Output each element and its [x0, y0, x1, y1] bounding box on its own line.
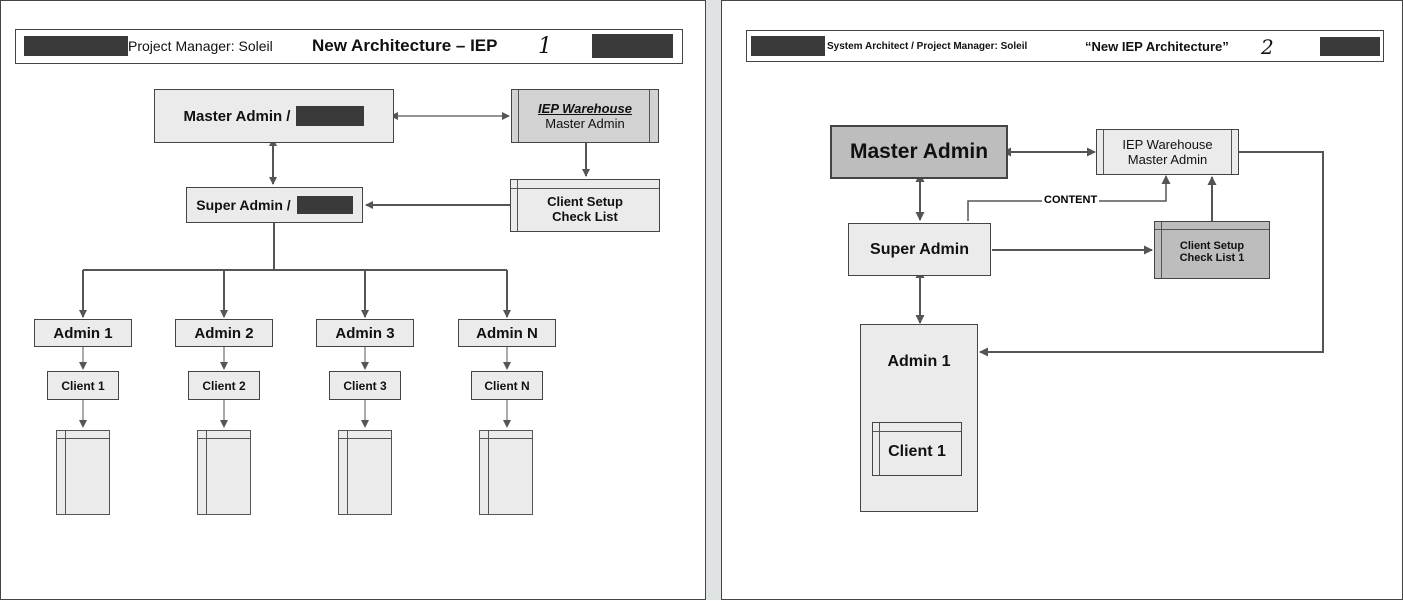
- warehouse-subtitle: Master Admin: [545, 116, 625, 131]
- page-title: New Architecture – IEP: [312, 36, 498, 55]
- redaction-block: [751, 36, 825, 56]
- page-1-header: Project Manager: Soleil New Architecture…: [15, 29, 683, 64]
- warehouse-line-2: Master Admin: [1127, 152, 1208, 167]
- client-1-box: Client 1: [872, 422, 962, 476]
- redaction-block: [1320, 37, 1380, 56]
- document-icon: [338, 430, 392, 515]
- super-admin-box: Super Admin: [848, 223, 991, 276]
- iep-warehouse-box: IEP Warehouse Master Admin: [1096, 129, 1239, 175]
- box-edge: [1155, 229, 1269, 230]
- master-admin-box: Master Admin: [830, 125, 1008, 179]
- admin-label: Admin N: [476, 324, 538, 342]
- document-icon: [479, 430, 533, 515]
- admin-label: Admin 1: [887, 353, 951, 370]
- box-edge: [879, 423, 886, 475]
- super-admin-label: Super Admin: [870, 240, 969, 258]
- master-admin-label: Master Admin: [849, 140, 989, 163]
- redaction-block: [24, 36, 128, 56]
- box-edge: [1231, 130, 1232, 174]
- client-box-3: Client 3: [329, 371, 401, 400]
- master-admin-label: Master Admin /: [183, 107, 291, 125]
- box-edge: [873, 431, 961, 432]
- checklist-line-2: Check List 1: [1179, 252, 1245, 264]
- diagram-page-2: System Architect / Project Manager: Sole…: [721, 0, 1403, 600]
- box-edge: [649, 90, 650, 142]
- page-title: “New IEP Architecture”: [1085, 39, 1229, 54]
- client-box-n: Client N: [471, 371, 543, 400]
- diagram-page-1: Project Manager: Soleil New Architecture…: [0, 0, 706, 600]
- client-label: Client 1: [888, 443, 946, 460]
- box-edge: [518, 90, 525, 142]
- box-edge: [1103, 130, 1110, 174]
- super-admin-label: Super Admin /: [196, 197, 291, 213]
- redaction-block: [296, 196, 353, 214]
- project-manager-label: System Architect / Project Manager: Sole…: [827, 41, 1028, 52]
- page-2-header: System Architect / Project Manager: Sole…: [746, 30, 1384, 62]
- client-label: Client 1: [61, 378, 105, 393]
- admin-box-1: Admin 1: [34, 319, 132, 347]
- admin-box-2: Admin 2: [175, 319, 273, 347]
- box-edge: [511, 188, 659, 189]
- content-label: CONTENT: [1042, 194, 1100, 206]
- page-number: 1: [538, 34, 552, 59]
- iep-warehouse-box: IEP Warehouse Master Admin: [511, 89, 659, 143]
- checklist-line-2: Check List: [552, 208, 618, 224]
- page-divider: [706, 0, 721, 600]
- client-box-1: Client 1: [47, 371, 119, 400]
- client-label: Client 3: [343, 378, 387, 393]
- admin-label: Admin 2: [194, 324, 254, 342]
- box-edge: [1161, 222, 1168, 278]
- document-icon: [197, 430, 251, 515]
- admin-1-box: Admin 1: [860, 324, 978, 512]
- left-connectors: [79, 112, 590, 428]
- client-label: Client 2: [202, 378, 246, 393]
- page-number: 2: [1261, 35, 1274, 59]
- checklist-line-1: Client Setup: [547, 193, 623, 209]
- master-admin-box: Master Admin /: [154, 89, 394, 143]
- warehouse-line-1: IEP Warehouse: [1122, 137, 1213, 152]
- box-edge: [517, 180, 524, 231]
- admin-label: Admin 1: [53, 324, 113, 342]
- redaction-block: [592, 34, 673, 58]
- client-setup-checklist-box: Client Setup Check List: [510, 179, 660, 232]
- admin-box-3: Admin 3: [316, 319, 414, 347]
- project-manager-label: Project Manager: Soleil: [128, 38, 273, 54]
- arrow-warehouse-admin: [979, 151, 1324, 357]
- client-box-2: Client 2: [188, 371, 260, 400]
- checklist-line-1: Client Setup: [1179, 240, 1245, 252]
- admin-box-n: Admin N: [458, 319, 556, 347]
- super-admin-box: Super Admin /: [186, 187, 363, 223]
- warehouse-title: IEP Warehouse: [538, 101, 632, 116]
- client-label: Client N: [484, 378, 530, 393]
- admin-label: Admin 3: [335, 324, 395, 342]
- redaction-block: [296, 106, 365, 126]
- document-icon: [56, 430, 110, 515]
- client-setup-checklist-box: Client Setup Check List 1: [1154, 221, 1270, 279]
- right-connectors: [915, 147, 1324, 357]
